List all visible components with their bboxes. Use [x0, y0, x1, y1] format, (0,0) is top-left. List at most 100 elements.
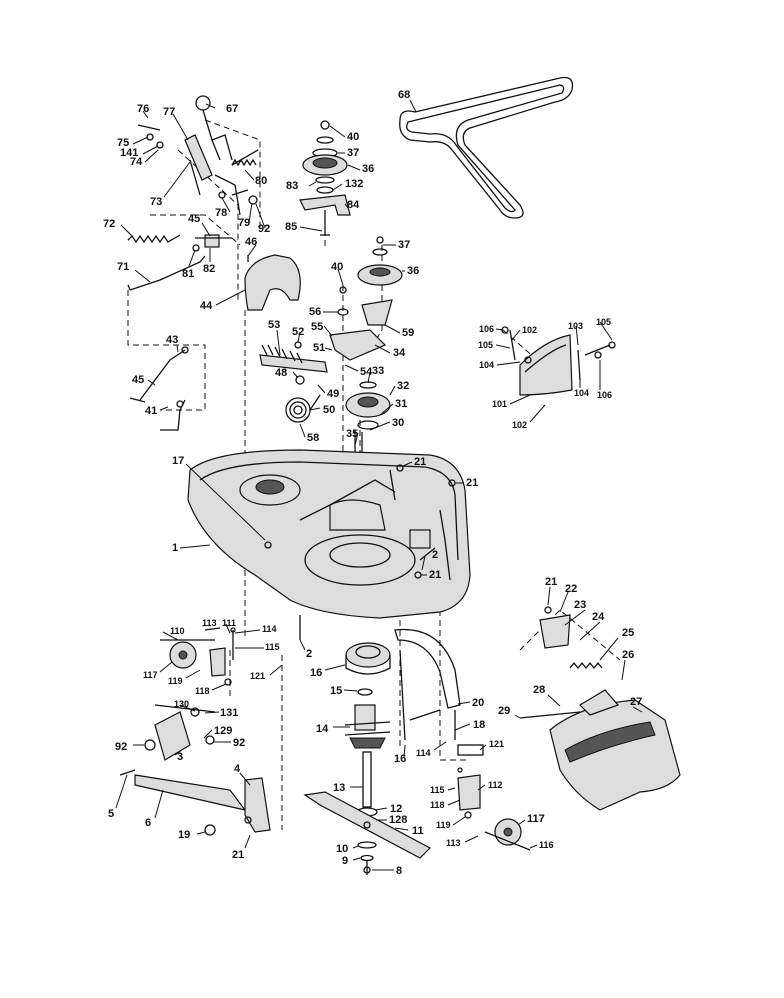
callout-49: 49	[327, 388, 339, 400]
callout-72: 72	[103, 218, 115, 230]
callout-14: 14	[316, 723, 329, 735]
callout-13: 13	[333, 782, 345, 794]
mower-deck-housing	[187, 449, 471, 619]
callout-2-b: 2	[306, 648, 312, 660]
gauge-wheel-right	[457, 744, 531, 851]
callout-51: 51	[313, 342, 325, 354]
callout-106-a: 106	[479, 324, 494, 334]
callout-41: 41	[145, 405, 157, 417]
callout-104-b: 104	[574, 388, 589, 398]
callout-46: 46	[245, 236, 257, 248]
callout-20: 20	[472, 697, 484, 709]
callout-118-b: 118	[430, 800, 445, 810]
callout-121-a: 121	[250, 671, 265, 681]
callout-40-mid: 40	[331, 261, 343, 273]
callout-112: 112	[488, 780, 503, 790]
callout-114-b: 114	[416, 748, 431, 758]
callout-115-b: 115	[430, 785, 445, 795]
spindle-housing-16	[345, 642, 391, 675]
callout-44: 44	[200, 300, 213, 312]
callout-33: 33	[372, 365, 384, 377]
callout-36-top: 36	[362, 163, 374, 175]
callout-67: 67	[226, 103, 238, 115]
callout-141: 141	[120, 147, 138, 159]
callout-73: 73	[150, 196, 162, 208]
callout-24: 24	[592, 611, 605, 623]
callout-26: 26	[622, 649, 634, 661]
callout-21-e: 21	[232, 849, 244, 861]
bracket-23	[539, 606, 571, 649]
callout-52: 52	[292, 326, 304, 338]
callout-102-b: 102	[512, 420, 527, 430]
callout-113-b: 113	[446, 838, 461, 848]
callout-129: 129	[214, 725, 232, 737]
callout-4: 4	[234, 763, 241, 775]
callout-119-b: 119	[436, 820, 451, 830]
callout-81: 81	[182, 268, 194, 280]
callout-5: 5	[108, 808, 114, 820]
callout-82: 82	[203, 263, 215, 275]
callout-113-a: 113	[202, 618, 217, 628]
callout-58: 58	[307, 432, 319, 444]
callout-18: 18	[473, 719, 485, 731]
callout-11: 11	[412, 825, 424, 837]
idler-pulley-stack-middle	[329, 236, 403, 361]
callout-68: 68	[398, 89, 410, 101]
callout-27: 27	[630, 696, 642, 708]
callout-76: 76	[137, 103, 149, 115]
callout-117-a: 117	[143, 670, 158, 680]
callout-110: 110	[170, 626, 185, 636]
callout-25: 25	[622, 627, 634, 639]
callout-15: 15	[330, 685, 342, 697]
rod-43-45	[129, 346, 189, 403]
idler-pulley-stack-top	[299, 120, 351, 236]
callout-30: 30	[392, 417, 404, 429]
callout-32: 32	[397, 380, 409, 392]
callout-40-top: 40	[347, 131, 359, 143]
callout-54: 54	[360, 366, 373, 378]
callout-8: 8	[396, 865, 402, 877]
callout-130: 130	[174, 699, 189, 709]
belt-guard-44	[244, 254, 301, 311]
callout-22: 22	[565, 583, 577, 595]
spindle-bearing-14	[344, 688, 391, 749]
callout-21-d: 21	[545, 576, 557, 588]
callout-35: 35	[346, 428, 358, 440]
torsion-spring-58	[285, 394, 321, 423]
callout-29: 29	[498, 705, 510, 717]
callout-92-left: 92	[115, 741, 127, 753]
callout-9: 9	[342, 855, 348, 867]
callout-83: 83	[286, 180, 298, 192]
idler-arm-53	[259, 341, 328, 385]
callout-28: 28	[533, 684, 545, 696]
callout-16-a: 16	[310, 667, 322, 679]
callout-43: 43	[166, 334, 178, 346]
callout-118-a: 118	[195, 686, 210, 696]
callout-6: 6	[145, 817, 151, 829]
callout-106-b: 106	[597, 390, 612, 400]
callout-21-b: 21	[466, 477, 478, 489]
callout-21-a: 21	[414, 456, 426, 468]
callout-37-top: 37	[347, 147, 359, 159]
callout-45-left: 45	[132, 374, 144, 386]
callout-53: 53	[268, 319, 280, 331]
callout-16-b: 16	[394, 753, 406, 765]
callout-115-a: 115	[265, 642, 280, 652]
callout-2-a: 2	[432, 549, 438, 561]
callout-128: 128	[389, 814, 407, 826]
callout-79: 79	[238, 217, 250, 229]
callout-17: 17	[172, 455, 184, 467]
callout-78: 78	[215, 207, 227, 219]
blade-washers-10-9-8	[357, 841, 377, 875]
callout-59: 59	[402, 327, 414, 339]
callout-45-top: 45	[188, 213, 200, 225]
callout-56: 56	[309, 306, 321, 318]
callout-21-c: 21	[429, 569, 441, 581]
callout-119-a: 119	[168, 676, 183, 686]
callout-131: 131	[220, 707, 238, 719]
callout-92-right: 92	[233, 737, 245, 749]
callout-101: 101	[492, 399, 507, 409]
callout-80: 80	[255, 175, 267, 187]
link-41	[160, 399, 186, 431]
